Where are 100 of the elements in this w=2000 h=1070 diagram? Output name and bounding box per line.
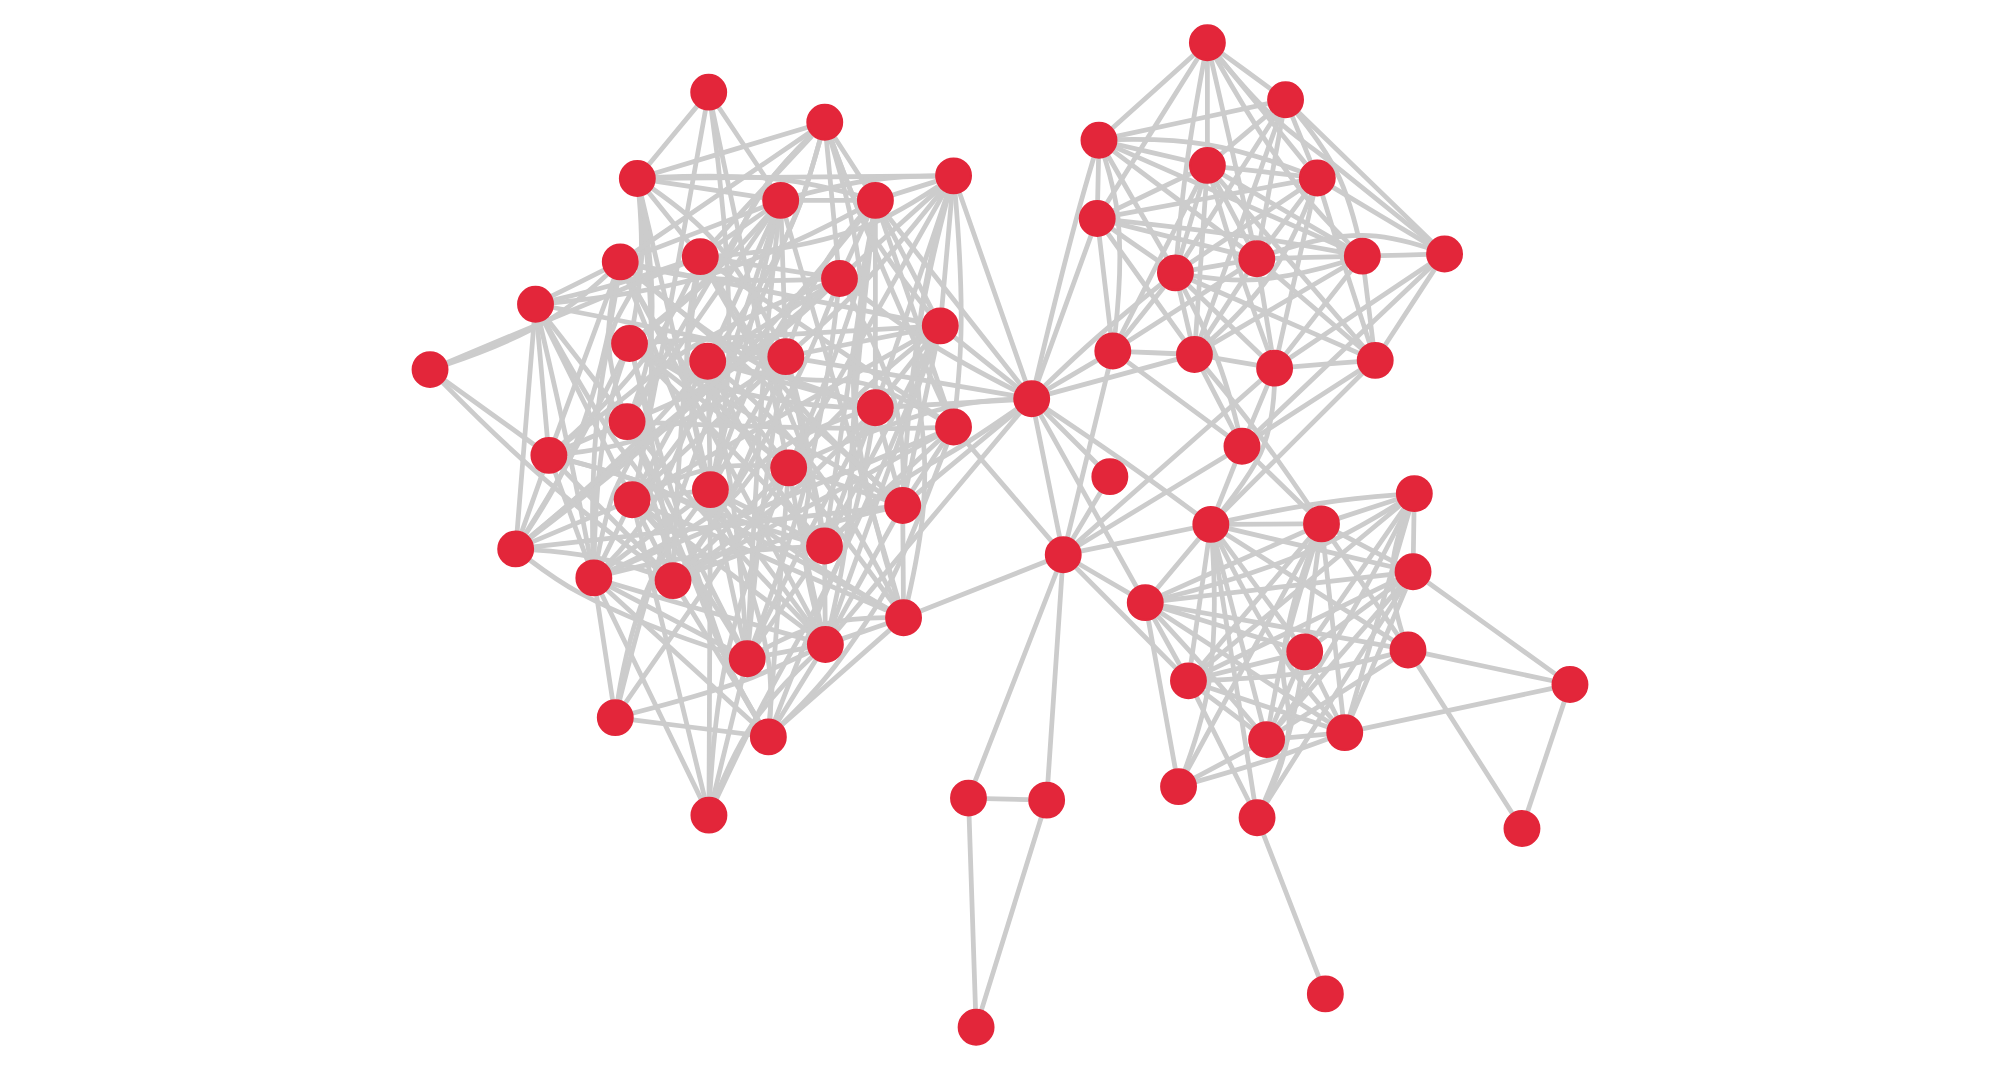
connector	[671, 274, 700, 564]
node-circle	[1389, 631, 1427, 669]
connector	[632, 650, 810, 716]
node-circle	[1091, 458, 1129, 496]
connector	[551, 260, 685, 303]
connector	[1274, 254, 1345, 261]
node-circle	[497, 530, 535, 568]
node-circle	[884, 487, 922, 524]
connector	[1182, 113, 1279, 260]
connector	[1382, 267, 1437, 347]
connector	[1291, 359, 1359, 370]
connector	[1074, 378, 1263, 545]
node-circle	[1426, 235, 1463, 273]
connector	[594, 595, 615, 701]
node-circle	[1503, 810, 1541, 847]
connector	[824, 139, 841, 261]
connector	[1219, 537, 1296, 639]
connector	[1077, 561, 1131, 596]
connector	[1320, 194, 1372, 345]
connector	[1200, 369, 1236, 432]
node-circle	[1306, 975, 1344, 1013]
connector	[1126, 266, 1244, 344]
connector	[1220, 51, 1273, 92]
connector	[915, 408, 1020, 496]
node-circle	[681, 238, 719, 276]
connector	[881, 215, 934, 311]
connector	[1246, 383, 1270, 431]
connector	[605, 588, 757, 727]
connector	[798, 198, 858, 203]
connector	[878, 191, 951, 392]
connector	[537, 321, 593, 561]
connector	[798, 188, 945, 347]
connector	[523, 279, 621, 536]
connector	[884, 213, 1023, 386]
node-circle	[856, 389, 894, 427]
connector	[1216, 55, 1308, 165]
connector	[1074, 565, 1178, 670]
connector	[631, 195, 655, 406]
connector	[544, 316, 618, 409]
connector	[1130, 349, 1178, 357]
connector	[1114, 145, 1347, 252]
node-circle	[885, 599, 922, 637]
connector	[1216, 55, 1433, 245]
connector	[1263, 539, 1318, 804]
connector	[445, 261, 685, 366]
connector	[647, 504, 889, 613]
connector	[852, 287, 1017, 393]
connector	[1257, 116, 1285, 242]
connector	[1283, 268, 1354, 356]
node-circle	[1343, 237, 1381, 275]
connector	[830, 340, 935, 532]
connector	[641, 212, 771, 335]
connector	[446, 272, 609, 367]
node-circle	[411, 351, 449, 389]
connector	[783, 217, 901, 602]
connector	[1102, 156, 1123, 334]
node-circle	[1394, 553, 1432, 591]
connector	[1114, 218, 1346, 256]
connector	[1115, 141, 1191, 164]
connector	[1272, 232, 1429, 255]
connector	[891, 179, 937, 198]
connector	[952, 193, 964, 410]
node-circle	[618, 160, 656, 197]
node-circle	[1028, 781, 1066, 819]
connector	[722, 498, 890, 611]
node-circle	[611, 325, 648, 362]
connector	[604, 377, 706, 567]
node-circle	[935, 157, 973, 195]
connector	[1146, 619, 1178, 770]
connector	[644, 508, 812, 636]
connector	[1177, 289, 1193, 338]
connector	[1047, 356, 1179, 397]
connector	[1329, 537, 1401, 637]
node-circle	[1238, 799, 1276, 837]
connector	[778, 218, 788, 339]
connector	[1349, 587, 1409, 718]
connector	[646, 104, 700, 167]
node-circle	[950, 779, 987, 817]
connector	[1154, 536, 1202, 591]
connector	[900, 523, 906, 601]
connector	[514, 321, 537, 532]
connector	[710, 675, 746, 799]
connector	[767, 485, 790, 720]
connector	[952, 335, 1019, 390]
node-circle	[1267, 81, 1304, 119]
connector	[650, 186, 781, 342]
connector	[1112, 171, 1193, 213]
connector	[1379, 252, 1428, 259]
connector	[1032, 415, 1062, 538]
connector	[835, 406, 1019, 536]
node-circle	[1170, 662, 1207, 700]
connector	[1192, 745, 1252, 781]
connector	[632, 271, 892, 496]
connector	[1208, 263, 1348, 348]
connector	[642, 511, 741, 645]
connector	[1184, 538, 1315, 773]
connector	[979, 816, 1044, 1012]
connector	[550, 267, 606, 299]
connector	[530, 504, 617, 545]
connector	[609, 431, 938, 574]
